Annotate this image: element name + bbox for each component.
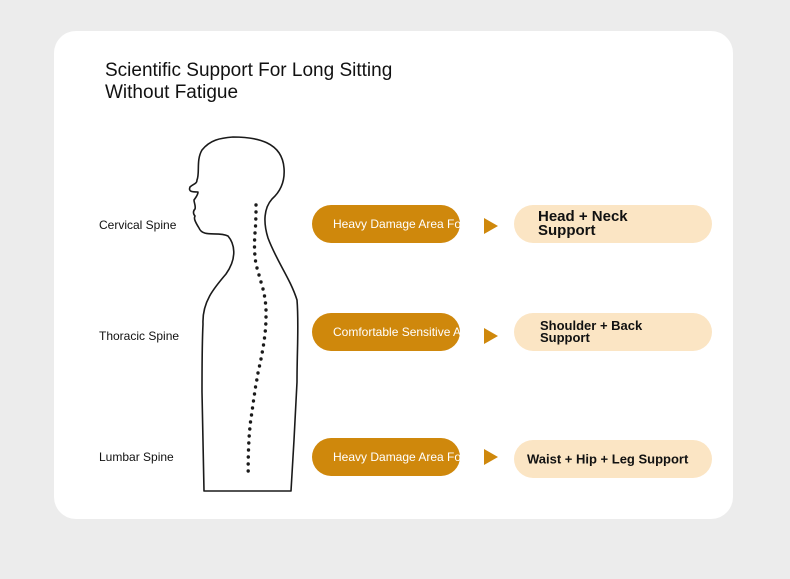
page-title: Scientific Support For Long Sitting With… — [105, 60, 465, 104]
triangle-arrow-right-icon — [484, 328, 498, 344]
area-pill-thoracic: Comfortable Sensitive Area — [312, 313, 478, 351]
page-title-line-2: Without Fatigue — [105, 82, 239, 103]
body-outline — [188, 136, 299, 492]
lumbar-spine-label: Lumbar Spine — [99, 450, 174, 464]
dotted-spine-icon — [246, 203, 268, 473]
support-pill-label: Head + Neck Support — [538, 208, 628, 239]
support-pill-shoulder-back: Shoulder + Back Support — [514, 313, 712, 351]
triangle-arrow-right-icon — [484, 218, 498, 234]
thoracic-spine-label: Thoracic Spine — [99, 329, 180, 343]
area-pill-lumbar: Heavy Damage Area For Strain — [312, 438, 499, 476]
info-card — [54, 31, 733, 519]
triangle-arrow-right-icon — [484, 449, 498, 465]
support-pill-head-neck: Head + Neck Support — [514, 205, 712, 243]
area-pill-label: Heavy Damage Area For Strain — [333, 217, 499, 231]
area-pill-label: Comfortable Sensitive Area — [333, 325, 479, 339]
support-pill-waist-hip-leg: Waist + Hip + Leg Support — [514, 440, 712, 478]
human-profile-silhouette-icon — [188, 136, 299, 492]
page-title-line-1: Scientific Support For Long Sitting — [105, 60, 393, 81]
support-pill-label: Waist + Hip + Leg Support — [527, 451, 689, 467]
area-pill-cervical: Heavy Damage Area For Strain — [312, 205, 499, 243]
area-pill-label: Heavy Damage Area For Strain — [333, 450, 499, 464]
cervical-spine-label: Cervical Spine — [99, 218, 177, 232]
support-pill-label: Shoulder + Back Support — [540, 318, 643, 345]
